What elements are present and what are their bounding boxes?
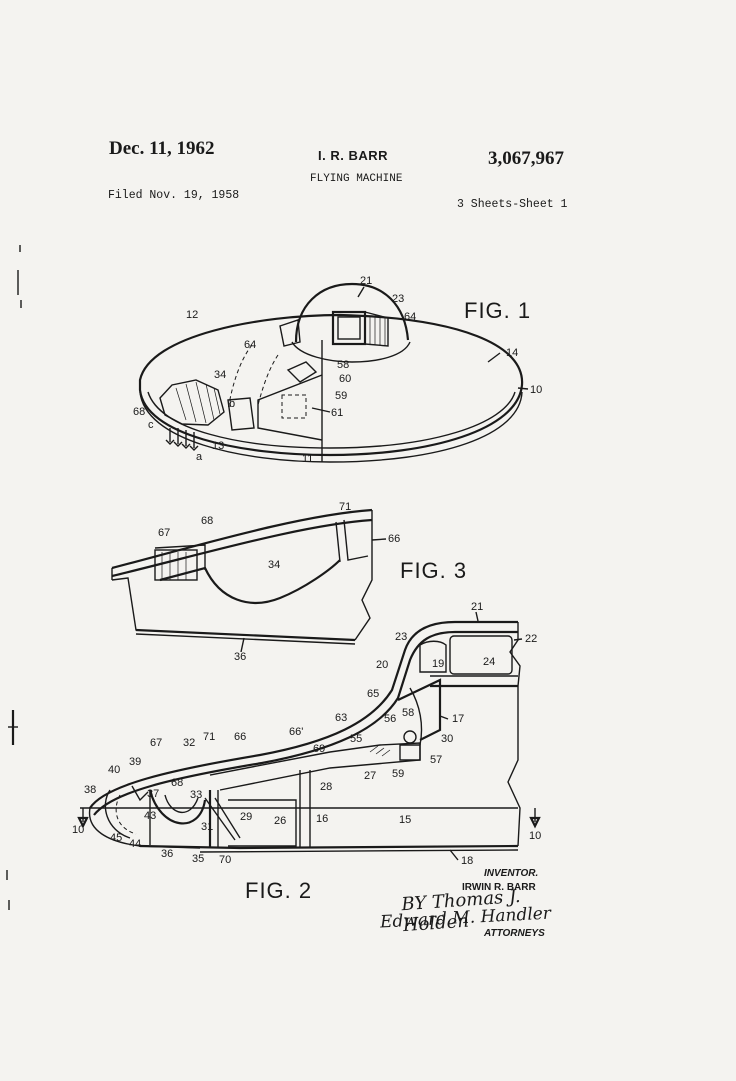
- inventor-header: I. R. BARR: [318, 148, 388, 163]
- fig2-label: 66': [289, 726, 303, 738]
- fig2-label: 10: [72, 824, 84, 836]
- fig2-label: 19: [432, 658, 444, 670]
- fig2-label: 27: [364, 770, 376, 782]
- fig1-label: 23: [392, 293, 404, 305]
- fig1-label: 60: [339, 373, 351, 385]
- fig2-label: 24: [483, 656, 495, 668]
- fig2-label: 65: [367, 688, 379, 700]
- fig2-label: 33: [190, 789, 202, 801]
- fig3-labels: 71 68 67 66 34 36: [158, 501, 400, 663]
- fig2-label: 31: [201, 821, 213, 833]
- fig2-label: 68: [171, 777, 183, 789]
- fig1-title: FIG. 1: [464, 298, 531, 323]
- fig3-label: 68: [201, 515, 213, 527]
- fig2-label: 71: [203, 731, 215, 743]
- filed-date: Filed Nov. 19, 1958: [108, 189, 240, 202]
- fig2-label: 18: [461, 855, 473, 867]
- fig1-label: 58: [337, 359, 349, 371]
- fig2-label: 70: [219, 854, 231, 866]
- patent-title: FLYING MACHINE: [310, 173, 403, 185]
- inventor-heading: INVENTOR.: [484, 868, 539, 879]
- fig1-label: 34: [214, 369, 226, 381]
- fig2-label: 43: [144, 810, 156, 822]
- fig3-label: 71: [339, 501, 351, 513]
- fig2-label: 37: [147, 788, 159, 800]
- margin-marks: [6, 245, 22, 910]
- fig1-label: 12: [186, 309, 198, 321]
- fig2-label: 36: [161, 848, 173, 860]
- fig1-label: 11: [302, 453, 313, 465]
- fig2-label: 17: [452, 713, 464, 725]
- fig2-label: 15: [399, 814, 411, 826]
- fig2-label: 38: [84, 784, 96, 796]
- fig2-label: 40: [108, 764, 120, 776]
- fig1-label: 64: [404, 311, 416, 323]
- fig1-label: 10: [530, 384, 542, 396]
- fig2-label: 20: [376, 659, 388, 671]
- fig1-label: b: [229, 398, 235, 410]
- fig2-label: 30: [441, 733, 453, 745]
- fig2-label: 66: [234, 731, 246, 743]
- fig3-label: 36: [234, 651, 246, 663]
- fig1-label: 64: [244, 339, 256, 351]
- fig1-label: 13: [212, 440, 224, 452]
- attorneys-label: ATTORNEYS: [484, 928, 545, 939]
- fig2-label: 23: [395, 631, 407, 643]
- fig2-label: 56: [384, 713, 396, 725]
- fig3-label: 66: [388, 533, 400, 545]
- fig1-label: 14: [506, 347, 518, 359]
- fig1-labels: 21 23 64 14 10 12 64 34 58 60 59 61 68 c…: [133, 275, 542, 465]
- fig2-label: 63: [335, 712, 347, 724]
- fig2-label: 21: [471, 601, 483, 613]
- fig2-label: 39: [129, 756, 141, 768]
- fig3-title: FIG. 3: [400, 558, 467, 583]
- fig2-label: 32: [183, 737, 195, 749]
- fig2-label: 58: [402, 707, 414, 719]
- fig2-label: 59: [392, 768, 404, 780]
- sheet-info: 3 Sheets-Sheet 1: [457, 198, 568, 211]
- fig1-label: 59: [335, 390, 347, 402]
- fig2-label: 35: [192, 853, 204, 865]
- patent-date: Dec. 11, 1962: [109, 138, 215, 159]
- inventor-name: IRWIN R. BARR: [462, 882, 536, 893]
- fig3-section-drawing: [111, 508, 373, 645]
- fig1-label: c: [148, 419, 154, 431]
- fig2-title: FIG. 2: [245, 878, 312, 903]
- fig2-labels: 21 22 23 24 19 20 65 17 58 56 63 66' 30 …: [72, 601, 541, 867]
- fig1-label: 21: [360, 275, 372, 287]
- fig2-label: 29: [240, 811, 252, 823]
- fig2-label: 22: [525, 633, 537, 645]
- fig2-label: 69: [313, 743, 325, 755]
- fig1-label: 68: [133, 406, 145, 418]
- fig1-saucer-drawing: [138, 282, 524, 463]
- fig2-label: 16: [316, 813, 328, 825]
- fig2-label: 55: [350, 733, 362, 745]
- fig2-label: 67: [150, 737, 162, 749]
- fig2-label: 10: [529, 830, 541, 842]
- fig3-label: 67: [158, 527, 170, 539]
- fig2-label: 28: [320, 781, 332, 793]
- fig2-label: 45: [110, 832, 122, 844]
- fig2-label: 26: [274, 815, 286, 827]
- fig1-label: a: [196, 451, 203, 463]
- fig3-label: 34: [268, 559, 280, 571]
- fig2-label: 57: [430, 754, 442, 766]
- fig1-label: 61: [331, 407, 343, 419]
- patent-number: 3,067,967: [488, 148, 564, 169]
- fig2-section-drawing: [77, 620, 541, 853]
- fig2-label: 44: [129, 838, 141, 850]
